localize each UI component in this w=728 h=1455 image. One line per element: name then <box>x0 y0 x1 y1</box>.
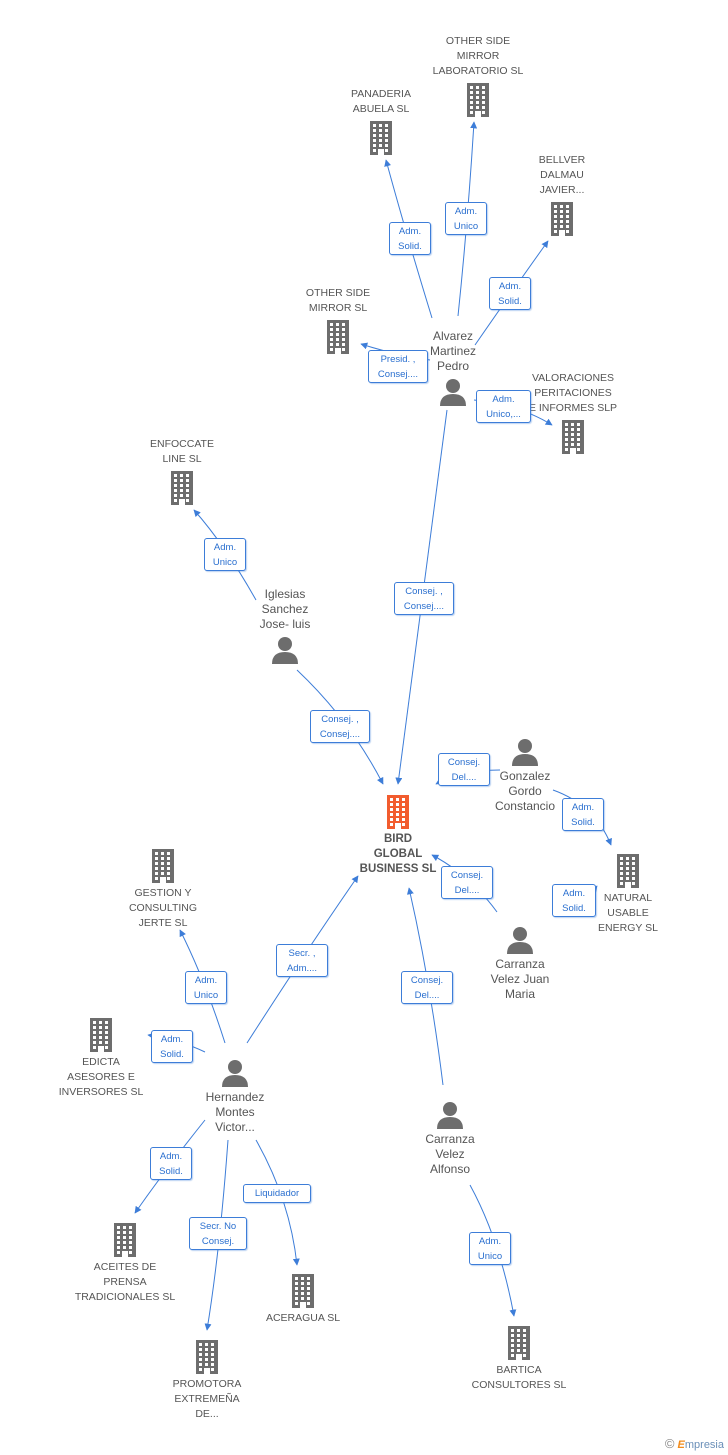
node-label-bartica: BARTICA CONSULTORES SL <box>471 1364 567 1391</box>
node-label-carranza_alfonso: Carranza Velez Alfonso <box>425 1132 475 1176</box>
person-icon <box>455 926 585 954</box>
node-gonzalez[interactable]: Gonzalez Gordo Constancio <box>460 738 590 814</box>
node-label-natural: NATURAL USABLE ENERGY SL <box>598 892 658 934</box>
building-icon <box>98 849 228 883</box>
edge-label-gonzalez-to-natural[interactable]: Adm. Solid. <box>562 798 604 831</box>
person-icon <box>170 1059 300 1087</box>
brand-name: mpresia <box>684 1439 724 1451</box>
edge-label-hernandez-to-promotora[interactable]: Secr. No Consej. <box>189 1217 247 1250</box>
person-icon <box>385 1101 515 1129</box>
building-icon <box>316 121 446 155</box>
node-label-hernandez: Hernandez Montes Victor... <box>205 1090 265 1134</box>
edge-label-alvarez-to-bellver[interactable]: Adm. Solid. <box>489 277 531 310</box>
node-label-bellver: BELLVER DALMAU JAVIER... <box>538 154 586 196</box>
edge-label-carranza_alfonso-to-bird[interactable]: Consej. Del.... <box>401 971 453 1004</box>
building-icon <box>413 83 543 117</box>
node-label-panaderia: PANADERIA ABUELA SL <box>351 88 411 115</box>
node-gestion[interactable]: GESTION Y CONSULTING JERTE SL <box>98 849 228 931</box>
edge-label-hernandez-to-aceites[interactable]: Adm. Solid. <box>150 1147 192 1180</box>
building-icon <box>142 1340 272 1374</box>
node-label-promotora: PROMOTORA EXTREMEÑA DE... <box>172 1378 242 1420</box>
building-icon <box>508 420 638 454</box>
edge-label-alvarez-to-other_mirror[interactable]: Presid. , Consej.... <box>368 350 428 383</box>
edge-label-hernandez-to-aceragua[interactable]: Liquidador <box>243 1184 311 1203</box>
edge-label-alvarez-to-panaderia[interactable]: Adm. Solid. <box>389 222 431 255</box>
edge-label-carranza_juan-to-bird[interactable]: Consej. Del.... <box>441 866 493 899</box>
node-label-gestion: GESTION Y CONSULTING JERTE SL <box>128 887 198 929</box>
edge-label-iglesias-to-enfoccate[interactable]: Adm. Unico <box>204 538 246 571</box>
node-label-bird: BIRD GLOBAL BUSINESS SL <box>359 833 437 875</box>
node-label-aceragua: ACERAGUA SL <box>265 1312 341 1324</box>
building-icon <box>36 1018 166 1052</box>
edge-label-carranza_juan-to-natural[interactable]: Adm. Solid. <box>552 884 596 917</box>
node-aceites[interactable]: ACEITES DE PRENSA TRADICIONALES SL <box>60 1223 190 1305</box>
node-edicta[interactable]: EDICTA ASESORES E INVERSORES SL <box>36 1018 166 1100</box>
node-label-alvarez: Alvarez Martinez Pedro <box>429 329 476 373</box>
brand-initial: E <box>677 1439 685 1451</box>
person-icon <box>388 378 518 406</box>
building-icon <box>60 1223 190 1257</box>
node-hernandez[interactable]: Hernandez Montes Victor... <box>170 1059 300 1135</box>
node-bird[interactable]: BIRD GLOBAL BUSINESS SL <box>333 795 463 877</box>
node-bartica[interactable]: BARTICA CONSULTORES SL <box>454 1326 584 1393</box>
node-label-edicta: EDICTA ASESORES E INVERSORES SL <box>58 1056 144 1098</box>
building-icon <box>238 1274 368 1308</box>
person-icon <box>460 738 590 766</box>
node-other_lab[interactable]: OTHER SIDE MIRROR LABORATORIO SL <box>413 34 543 117</box>
node-label-aceites: ACEITES DE PRENSA TRADICIONALES SL <box>74 1261 176 1303</box>
edge-label-alvarez-to-other_lab[interactable]: Adm. Unico <box>445 202 487 235</box>
node-aceragua[interactable]: ACERAGUA SL <box>238 1274 368 1326</box>
edge-label-hernandez-to-edicta[interactable]: Adm. Solid. <box>151 1030 193 1063</box>
building-icon <box>563 854 693 888</box>
edge-label-carranza_alfonso-to-bartica[interactable]: Adm. Unico <box>469 1232 511 1265</box>
node-promotora[interactable]: PROMOTORA EXTREMEÑA DE... <box>142 1340 272 1422</box>
edge-label-hernandez-to-bird[interactable]: Secr. , Adm.... <box>276 944 328 977</box>
building-icon <box>273 320 403 354</box>
edge-label-hernandez-to-gestion[interactable]: Adm. Unico <box>185 971 227 1004</box>
edge-label-iglesias-to-bird[interactable]: Consej. , Consej.... <box>310 710 370 743</box>
footer-brand: © Empresia <box>665 1436 724 1451</box>
edge-label-alvarez-to-valoraciones[interactable]: Adm. Unico,... <box>476 390 531 423</box>
person-icon <box>220 636 350 664</box>
node-carranza_alfonso[interactable]: Carranza Velez Alfonso <box>385 1101 515 1177</box>
node-label-valoraciones: VALORACIONES PERITACIONES E INFORMES SLP <box>528 372 618 414</box>
node-label-iglesias: Iglesias Sanchez Jose- luis <box>259 587 311 631</box>
node-valoraciones[interactable]: VALORACIONES PERITACIONES E INFORMES SLP <box>508 371 638 454</box>
node-panaderia[interactable]: PANADERIA ABUELA SL <box>316 87 446 155</box>
node-carranza_juan[interactable]: Carranza Velez Juan Maria <box>455 926 585 1002</box>
node-label-other_lab: OTHER SIDE MIRROR LABORATORIO SL <box>432 35 524 77</box>
edge-label-gonzalez-to-bird[interactable]: Consej. Del.... <box>438 753 490 786</box>
node-label-carranza_juan: Carranza Velez Juan Maria <box>490 957 550 1001</box>
building-icon <box>497 202 627 236</box>
building-icon <box>333 795 463 829</box>
node-enfoccate[interactable]: ENFOCCATE LINE SL <box>117 437 247 505</box>
edge-label-alvarez-to-bird[interactable]: Consej. , Consej.... <box>394 582 454 615</box>
node-label-gonzalez: Gonzalez Gordo Constancio <box>494 769 556 813</box>
node-other_mirror[interactable]: OTHER SIDE MIRROR SL <box>273 286 403 354</box>
copyright-symbol: © <box>664 1436 675 1451</box>
building-icon <box>454 1326 584 1360</box>
node-bellver[interactable]: BELLVER DALMAU JAVIER... <box>497 153 627 236</box>
building-icon <box>117 471 247 505</box>
node-natural[interactable]: NATURAL USABLE ENERGY SL <box>563 854 693 936</box>
node-alvarez[interactable]: Alvarez Martinez Pedro <box>388 329 518 406</box>
node-iglesias[interactable]: Iglesias Sanchez Jose- luis <box>220 587 350 664</box>
node-label-other_mirror: OTHER SIDE MIRROR SL <box>305 287 371 314</box>
node-label-enfoccate: ENFOCCATE LINE SL <box>150 438 214 465</box>
